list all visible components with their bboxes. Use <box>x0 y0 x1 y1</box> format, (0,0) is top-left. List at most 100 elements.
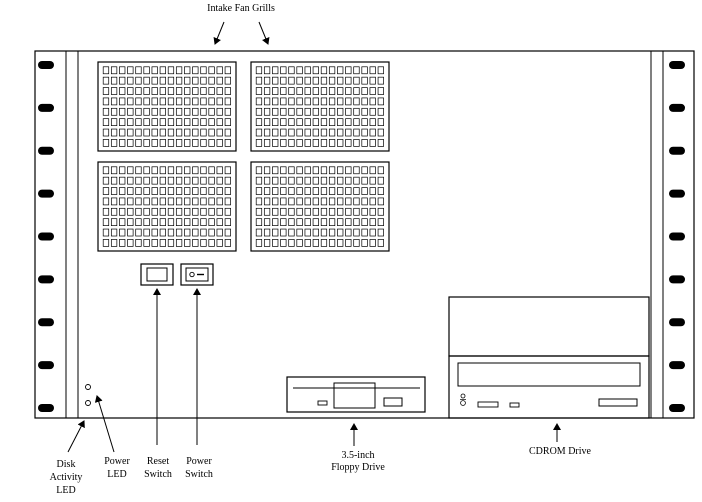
grill-vent-slot <box>151 187 158 195</box>
cdrom-eject-button[interactable] <box>598 398 638 407</box>
grill-vent-slot <box>184 218 191 226</box>
grill-vent-slot <box>369 207 376 216</box>
grill-vent-slot <box>304 128 311 137</box>
grill-vent-slot <box>337 139 344 147</box>
grill-vent-slot <box>353 228 360 237</box>
grill-vent-slot <box>175 87 183 95</box>
grill-vent-slot <box>102 187 110 195</box>
grill-vent-slot <box>288 218 295 226</box>
grill-vent-slot <box>143 166 150 175</box>
reset-switch[interactable] <box>140 263 174 286</box>
grill-vent-slot <box>102 139 110 147</box>
grill-vent-slot <box>208 66 215 75</box>
power-switch[interactable] <box>180 263 214 286</box>
grill-vent-slot <box>216 197 223 206</box>
grill-vent-slot <box>369 87 376 95</box>
cdrom-tray <box>457 362 641 387</box>
grill-vent-slot <box>353 239 360 247</box>
grill-vent-slot <box>216 139 223 147</box>
grill-vent-slot <box>224 187 231 195</box>
grill-vent-slot <box>296 176 303 185</box>
grill-vent-slot <box>272 107 279 116</box>
grill-vent-slot <box>312 207 319 216</box>
grill-vent-slot <box>200 139 207 147</box>
grill-vent-slot <box>143 228 150 237</box>
fan-grill-frame <box>250 161 390 252</box>
grill-vent-slot <box>184 107 191 116</box>
grill-vent-slot <box>119 118 126 126</box>
grill-vent-slot <box>337 107 344 116</box>
rack-mount-hole <box>38 232 54 241</box>
grill-vent-slot <box>224 139 231 147</box>
grill-vent-slot <box>280 97 287 106</box>
floppy-eject-button[interactable] <box>383 397 403 407</box>
grill-vent-slot <box>377 176 384 185</box>
grill-vent-slot <box>304 66 311 75</box>
grill-vent-slot <box>328 187 336 195</box>
grill-vent-slot <box>369 218 376 226</box>
grill-vent-slot <box>143 97 150 106</box>
grill-vent-slot <box>345 128 352 137</box>
grill-vent-slot <box>255 239 263 247</box>
grill-vent-slot <box>208 218 215 226</box>
grill-vent-slot <box>167 187 175 195</box>
grill-vent-slot <box>216 207 223 216</box>
grill-vent-slot <box>361 76 368 85</box>
grill-vent-slot <box>192 207 199 216</box>
grill-vent-slot <box>272 128 279 137</box>
label-power-switch-line1: Power <box>186 456 212 467</box>
cdrom-activity-led <box>509 402 520 408</box>
grill-vent-slot <box>159 76 166 85</box>
grill-vent-slot <box>127 97 134 106</box>
rack-mount-hole <box>669 275 685 284</box>
grill-vent-slot <box>216 107 223 116</box>
grill-vent-slot <box>345 239 352 247</box>
label-floppy-drive-line1: 3.5-inch <box>341 450 374 461</box>
grill-vent-slot <box>272 176 279 185</box>
grill-vent-slot <box>224 128 231 137</box>
grill-vent-slot <box>337 128 344 137</box>
grill-vent-slot <box>135 87 142 95</box>
grill-vent-slot <box>337 197 344 206</box>
grill-vent-slot <box>159 239 166 247</box>
grill-vent-slot <box>288 197 295 206</box>
grill-vent-slot <box>296 187 303 195</box>
grill-vent-slot <box>263 228 271 237</box>
grill-vent-slot <box>312 197 319 206</box>
grill-vent-slot <box>143 239 150 247</box>
grill-vent-slot <box>184 139 191 147</box>
grill-vent-slot <box>167 66 175 75</box>
grill-vent-slot <box>151 239 158 247</box>
fan-grill-frame <box>97 161 237 252</box>
label-reset-switch-line1: Reset <box>147 456 169 467</box>
grill-vent-slot <box>288 166 295 175</box>
grill-vent-slot <box>175 107 183 116</box>
chassis <box>34 50 695 419</box>
grill-vent-slot <box>361 139 368 147</box>
grill-vent-slot <box>224 87 231 95</box>
grill-vent-slot <box>184 66 191 75</box>
grill-vent-slot <box>135 76 142 85</box>
grill-vent-slot <box>135 107 142 116</box>
grill-vent-slot <box>175 97 183 106</box>
grill-vent-slot <box>345 76 352 85</box>
grill-vent-slot <box>102 239 110 247</box>
grill-vent-slot <box>353 128 360 137</box>
grill-vent-slot <box>288 228 295 237</box>
grill-vent-slot <box>119 187 126 195</box>
grill-vent-slot <box>159 66 166 75</box>
floppy-drive-bezel <box>286 376 426 413</box>
cdrom-volume-control[interactable] <box>477 401 499 408</box>
grill-vent-slot <box>110 128 118 137</box>
grill-vent-slot <box>255 187 263 195</box>
grill-vent-slot <box>110 228 118 237</box>
grill-vent-slot <box>320 166 328 175</box>
rack-mount-hole <box>669 103 685 112</box>
grill-vent-slot <box>280 139 287 147</box>
rack-mount-hole <box>669 318 685 327</box>
grill-vent-slot <box>272 166 279 175</box>
grill-vent-slot <box>102 97 110 106</box>
grill-vent-slot <box>208 107 215 116</box>
grill-vent-slot <box>143 107 150 116</box>
grill-vent-slot <box>175 66 183 75</box>
